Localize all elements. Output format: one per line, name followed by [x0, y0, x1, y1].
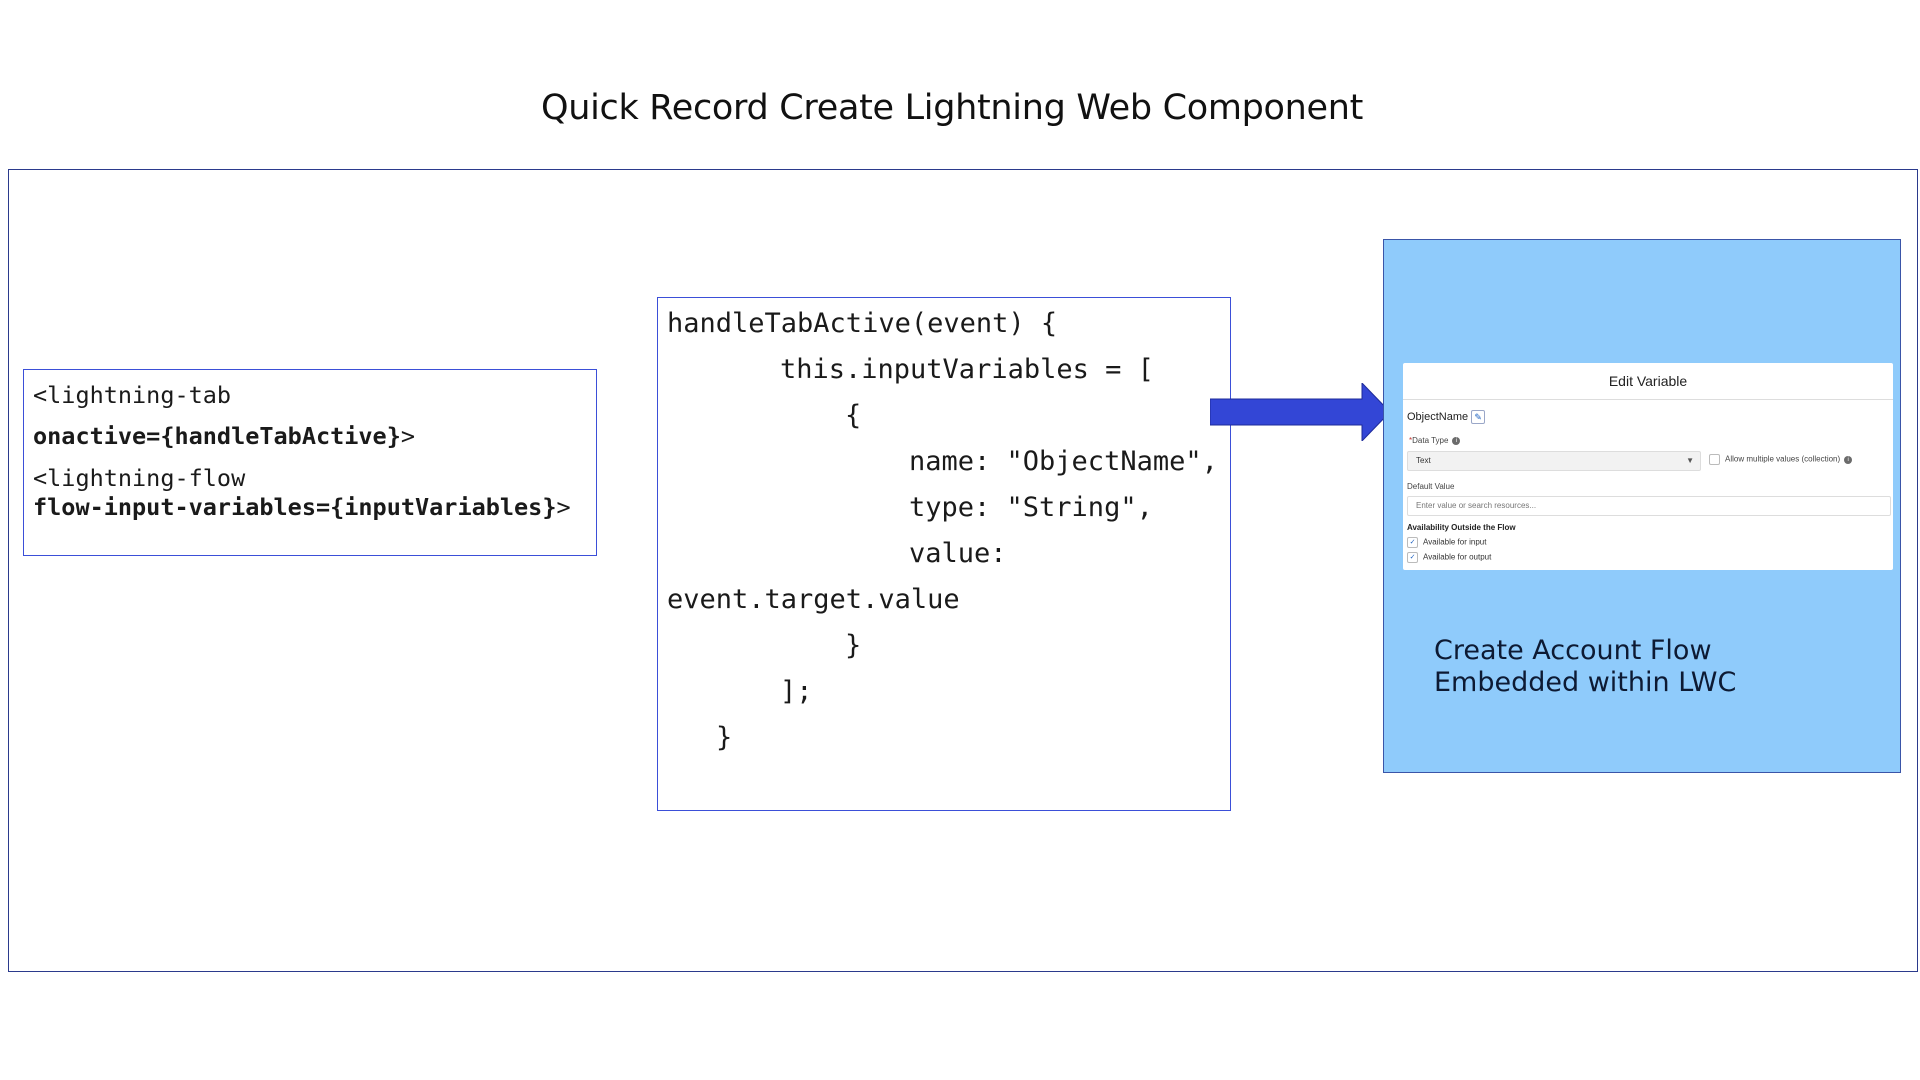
availability-header: Availability Outside the Flow: [1407, 523, 1516, 532]
markup-line-onactive: onactive={handleTabActive}>: [33, 422, 415, 450]
chevron-down-icon: ▼: [1686, 456, 1694, 465]
code-line: event.target.value: [667, 584, 960, 615]
panel-caption: Create Account Flow Embedded within LWC: [1434, 635, 1736, 699]
markup-input-vars-attr: flow-input-variables={inputVariables}: [33, 493, 557, 521]
info-icon: i: [1844, 455, 1853, 464]
markup-onactive-attr: onactive={handleTabActive}: [33, 422, 401, 450]
code-line: }: [716, 722, 733, 753]
edit-variable-header: Edit Variable: [1403, 363, 1893, 400]
code-line: name: "ObjectName",: [909, 446, 1218, 477]
right-arrow-icon: [1210, 383, 1390, 441]
default-value-label: Default Value: [1407, 482, 1455, 491]
markup-line-tab: <lightning-tab: [33, 381, 232, 409]
info-icon: i: [1452, 436, 1461, 445]
available-output-label: Available for output: [1423, 552, 1492, 562]
data-type-value: Text: [1416, 456, 1431, 465]
markup-box: <lightning-tab onactive={handleTabActive…: [23, 369, 597, 556]
page-title: Quick Record Create Lightning Web Compon…: [541, 88, 1364, 128]
data-type-text: Data Type: [1412, 436, 1449, 445]
code-line: ];: [780, 676, 813, 707]
checkbox-icon[interactable]: [1709, 454, 1720, 465]
code-line: handleTabActive(event) {: [667, 308, 1058, 339]
code-line: }: [845, 630, 862, 661]
code-line: type: "String",: [909, 492, 1153, 523]
checkmark-icon[interactable]: ✓: [1407, 537, 1418, 548]
required-marker: *: [1409, 436, 1413, 445]
code-line: value:: [909, 538, 1007, 569]
code-box: handleTabActive(event) { this.inputVaria…: [657, 297, 1231, 811]
data-type-select[interactable]: Text ▼: [1407, 451, 1701, 471]
available-input-label: Available for input: [1423, 537, 1487, 547]
markup-close-bracket-2: >: [556, 493, 571, 521]
multi-values-checkbox[interactable]: Allow multiple values (collection)i: [1709, 454, 1853, 465]
code-line: this.inputVariables = [: [780, 354, 1154, 385]
code-line: {: [845, 400, 862, 431]
available-output-checkbox[interactable]: ✓ Available for output: [1407, 552, 1491, 563]
caption-line-1: Create Account Flow: [1434, 635, 1712, 666]
markup-line-flow: <lightning-flow: [33, 464, 246, 492]
checkmark-icon[interactable]: ✓: [1407, 552, 1418, 563]
object-name-label: ObjectName: [1407, 410, 1469, 423]
diagram-frame: [8, 169, 1918, 972]
available-input-checkbox[interactable]: ✓ Available for input: [1407, 537, 1486, 548]
markup-line-input-vars: flow-input-variables={inputVariables}>: [33, 493, 571, 521]
object-name-field: ObjectName✎: [1407, 410, 1486, 424]
caption-line-2: Embedded within LWC: [1434, 667, 1737, 698]
pencil-icon[interactable]: ✎: [1471, 410, 1486, 424]
default-value-input[interactable]: Enter value or search resources...: [1407, 496, 1891, 516]
markup-close-bracket: >: [400, 422, 416, 450]
multi-values-label: Allow multiple values (collection): [1725, 454, 1841, 464]
